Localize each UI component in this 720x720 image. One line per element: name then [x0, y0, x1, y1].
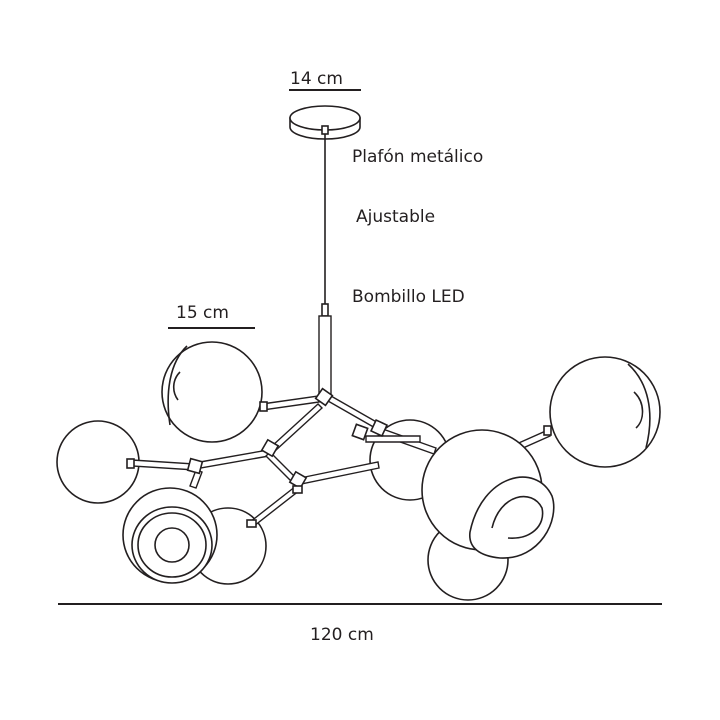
canopy-caption: Plafón metálico	[352, 147, 483, 167]
shade-upper-right	[549, 356, 661, 468]
bulb-caption: Bombillo LED	[352, 287, 465, 307]
canopy	[289, 105, 361, 140]
adjustable-caption: Ajustable	[356, 207, 435, 227]
canopy-width-label: 14 cm	[290, 69, 343, 89]
shade-front-left	[122, 487, 218, 584]
shade-width-label: 15 cm	[176, 303, 229, 323]
shade-front-right	[421, 429, 555, 559]
shade-upper-left	[161, 341, 263, 443]
joints	[126, 387, 552, 528]
cable-clamp	[321, 303, 329, 317]
total-width-label: 120 cm	[310, 625, 374, 645]
center-stem	[318, 315, 332, 395]
